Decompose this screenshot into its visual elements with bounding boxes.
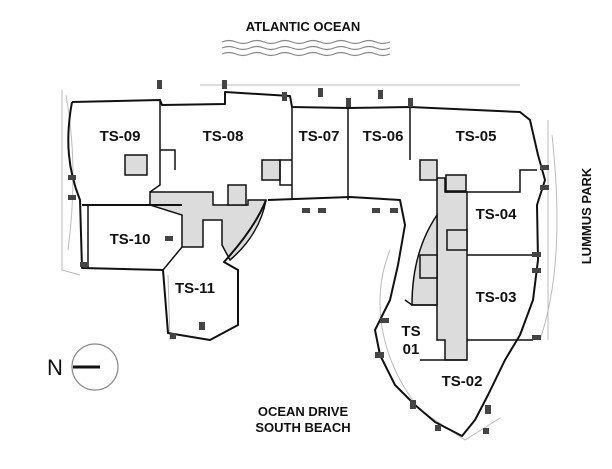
unit-label-ts01-line1: TS bbox=[401, 323, 420, 340]
street-label-line2: SOUTH BEACH bbox=[255, 420, 350, 435]
structural-columns bbox=[68, 80, 549, 434]
unit-label-ts07: TS-07 bbox=[299, 128, 340, 145]
park-label: LUMMUS PARK bbox=[579, 167, 594, 264]
core-box-3 bbox=[419, 159, 438, 181]
balcony-edges bbox=[61, 84, 558, 441]
unit-walls bbox=[87, 100, 537, 361]
unit-label-ts05: TS-05 bbox=[456, 128, 497, 145]
corridor-east bbox=[436, 177, 468, 361]
core-box-6 bbox=[446, 229, 468, 251]
unit-label-ts02: TS-02 bbox=[442, 373, 483, 390]
north-label: N bbox=[47, 355, 63, 380]
unit-label-ts11: TS-11 bbox=[175, 280, 215, 297]
unit-label-ts10: TS-10 bbox=[110, 231, 151, 248]
unit-label-ts03: TS-03 bbox=[476, 289, 517, 306]
core-box-4 bbox=[445, 174, 467, 192]
unit-label-ts09: TS-09 bbox=[100, 128, 141, 145]
unit-label-ts04: TS-04 bbox=[476, 206, 518, 223]
unit-label-ts01-line2: 01 bbox=[403, 341, 420, 358]
unit-label-ts08: TS-08 bbox=[203, 128, 244, 145]
street-label-line1: OCEAN DRIVE bbox=[258, 404, 349, 419]
corridor-west bbox=[149, 191, 267, 262]
ocean-label: ATLANTIC OCEAN bbox=[246, 19, 361, 34]
core-box-2 bbox=[261, 159, 281, 181]
north-arrow-icon: N bbox=[47, 343, 119, 391]
elevator-core bbox=[124, 154, 148, 176]
core-box-5 bbox=[419, 254, 438, 279]
core-box-1 bbox=[227, 184, 247, 206]
unit-label-ts06: TS-06 bbox=[363, 128, 404, 145]
building-outline bbox=[67, 91, 546, 437]
wave-icon bbox=[221, 39, 391, 57]
